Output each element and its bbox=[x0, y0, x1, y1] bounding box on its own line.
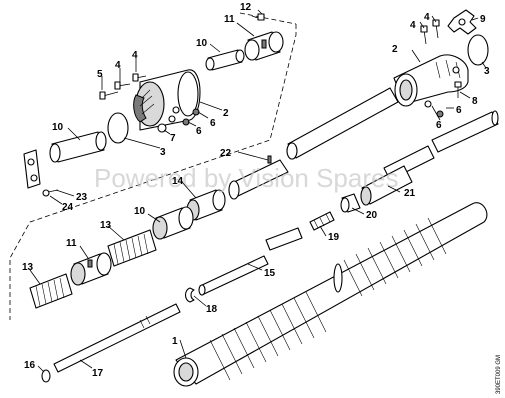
watermark: Powered by Vision Spares bbox=[94, 163, 398, 193]
callout-19: 19 bbox=[328, 232, 340, 243]
callout-10-mid: 10 bbox=[134, 206, 146, 217]
pin-left[interactable] bbox=[49, 131, 107, 163]
knob-9[interactable] bbox=[447, 9, 477, 35]
callout-10-left: 10 bbox=[52, 122, 64, 133]
callout-5: 5 bbox=[97, 69, 103, 80]
main-tube-1[interactable] bbox=[173, 202, 488, 387]
callout-13-lower: 13 bbox=[22, 262, 34, 273]
callout-2-left: 2 bbox=[223, 108, 229, 119]
callout-4-b: 4 bbox=[115, 60, 121, 71]
screw-8[interactable] bbox=[454, 81, 462, 98]
callout-11-top: 11 bbox=[224, 14, 235, 25]
callout-23: 23 bbox=[76, 192, 88, 203]
screw-top[interactable] bbox=[251, 13, 265, 21]
housing-right[interactable] bbox=[393, 54, 469, 107]
nuts-left[interactable] bbox=[157, 108, 200, 133]
callout-4-right-a: 4 bbox=[410, 20, 416, 31]
screw-24[interactable] bbox=[42, 189, 59, 197]
rod-right-upper[interactable] bbox=[431, 110, 499, 153]
callout-13-upper: 13 bbox=[100, 220, 112, 231]
callout-3-right: 3 bbox=[484, 66, 490, 77]
assembly-dash-border bbox=[9, 12, 297, 320]
callout-3-left: 3 bbox=[160, 147, 166, 158]
callout-9: 9 bbox=[480, 14, 486, 25]
leader-lines bbox=[29, 9, 487, 373]
drive-shaft-17[interactable] bbox=[53, 303, 181, 373]
sleeve-21[interactable] bbox=[360, 165, 413, 206]
pin-19[interactable] bbox=[309, 211, 335, 231]
clamp-bracket[interactable] bbox=[23, 149, 41, 189]
callout-6-c: 6 bbox=[456, 105, 462, 116]
figure-code: 390ET009 GM bbox=[496, 355, 502, 394]
pin-top[interactable] bbox=[205, 49, 245, 71]
o-ring-right[interactable] bbox=[467, 34, 489, 66]
callout-labels: 12 11 10 4 4 5 2 6 6 7 3 10 4 4 9 2 3 8 … bbox=[22, 2, 490, 379]
callout-7: 7 bbox=[170, 133, 176, 144]
nuts-right[interactable] bbox=[424, 100, 444, 118]
callout-21: 21 bbox=[404, 188, 416, 199]
sleeve-top[interactable] bbox=[244, 31, 284, 61]
callout-8: 8 bbox=[472, 96, 478, 107]
screws-right[interactable] bbox=[420, 19, 440, 45]
o-ring-16[interactable] bbox=[41, 369, 51, 383]
callout-17: 17 bbox=[92, 368, 104, 379]
callout-1: 1 bbox=[172, 336, 178, 347]
bush-20[interactable] bbox=[340, 193, 361, 213]
callout-15: 15 bbox=[264, 268, 276, 279]
o-ring-left[interactable] bbox=[107, 112, 129, 144]
callout-6-d: 6 bbox=[436, 120, 442, 131]
rod-middle[interactable] bbox=[265, 227, 303, 251]
tube-upper[interactable] bbox=[286, 87, 399, 160]
sleeve-middle[interactable] bbox=[152, 206, 194, 240]
circlip-18[interactable] bbox=[184, 287, 195, 303]
spring-lower[interactable] bbox=[29, 273, 73, 309]
callout-12: 12 bbox=[240, 2, 252, 13]
callout-22: 22 bbox=[220, 148, 232, 159]
callout-6-a: 6 bbox=[210, 118, 216, 129]
screws-left[interactable] bbox=[99, 73, 147, 100]
callout-4-right-b: 4 bbox=[424, 12, 430, 23]
callout-16: 16 bbox=[24, 360, 36, 371]
housing-left[interactable] bbox=[133, 69, 201, 131]
callout-4-a: 4 bbox=[132, 50, 138, 61]
shaft-15[interactable] bbox=[198, 255, 269, 296]
callout-18: 18 bbox=[206, 304, 218, 315]
spring-upper[interactable] bbox=[107, 229, 157, 267]
shaft-22[interactable] bbox=[228, 155, 289, 200]
callout-2-right: 2 bbox=[392, 44, 398, 55]
sleeve-lower[interactable] bbox=[70, 252, 112, 286]
callout-11-lower: 11 bbox=[66, 238, 77, 249]
callout-20: 20 bbox=[366, 210, 378, 221]
callout-24: 24 bbox=[62, 202, 74, 213]
callout-6-b: 6 bbox=[196, 126, 202, 137]
callout-10-top: 10 bbox=[196, 38, 208, 49]
callout-14: 14 bbox=[172, 176, 184, 187]
